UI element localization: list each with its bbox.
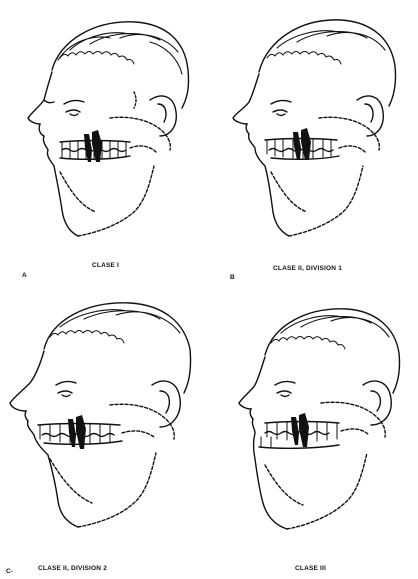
panel-clase-2-division-1: B CLASE II, DIVISION 1 bbox=[209, 0, 418, 289]
head-profile-illustration bbox=[209, 0, 418, 289]
panel-letter: B bbox=[230, 274, 235, 281]
panel-caption: CLASE II, DIVISION 2 bbox=[38, 565, 107, 572]
head-profile-illustration bbox=[0, 0, 209, 289]
panel-caption: CLASE I bbox=[92, 262, 119, 269]
panel-letter: C- bbox=[6, 568, 13, 575]
head-profile-illustration bbox=[209, 289, 418, 578]
panel-letter: A bbox=[22, 272, 27, 279]
panel-caption: CLASE II, DIVISION 1 bbox=[273, 265, 342, 272]
head-profile-illustration bbox=[0, 289, 209, 578]
panel-clase-2-division-2: C- CLASE II, DIVISION 2 bbox=[0, 289, 209, 578]
panel-caption: CLASE III bbox=[295, 565, 326, 572]
panel-clase-3: CLASE III bbox=[209, 289, 418, 578]
panel-clase-1: A CLASE I bbox=[0, 0, 209, 289]
